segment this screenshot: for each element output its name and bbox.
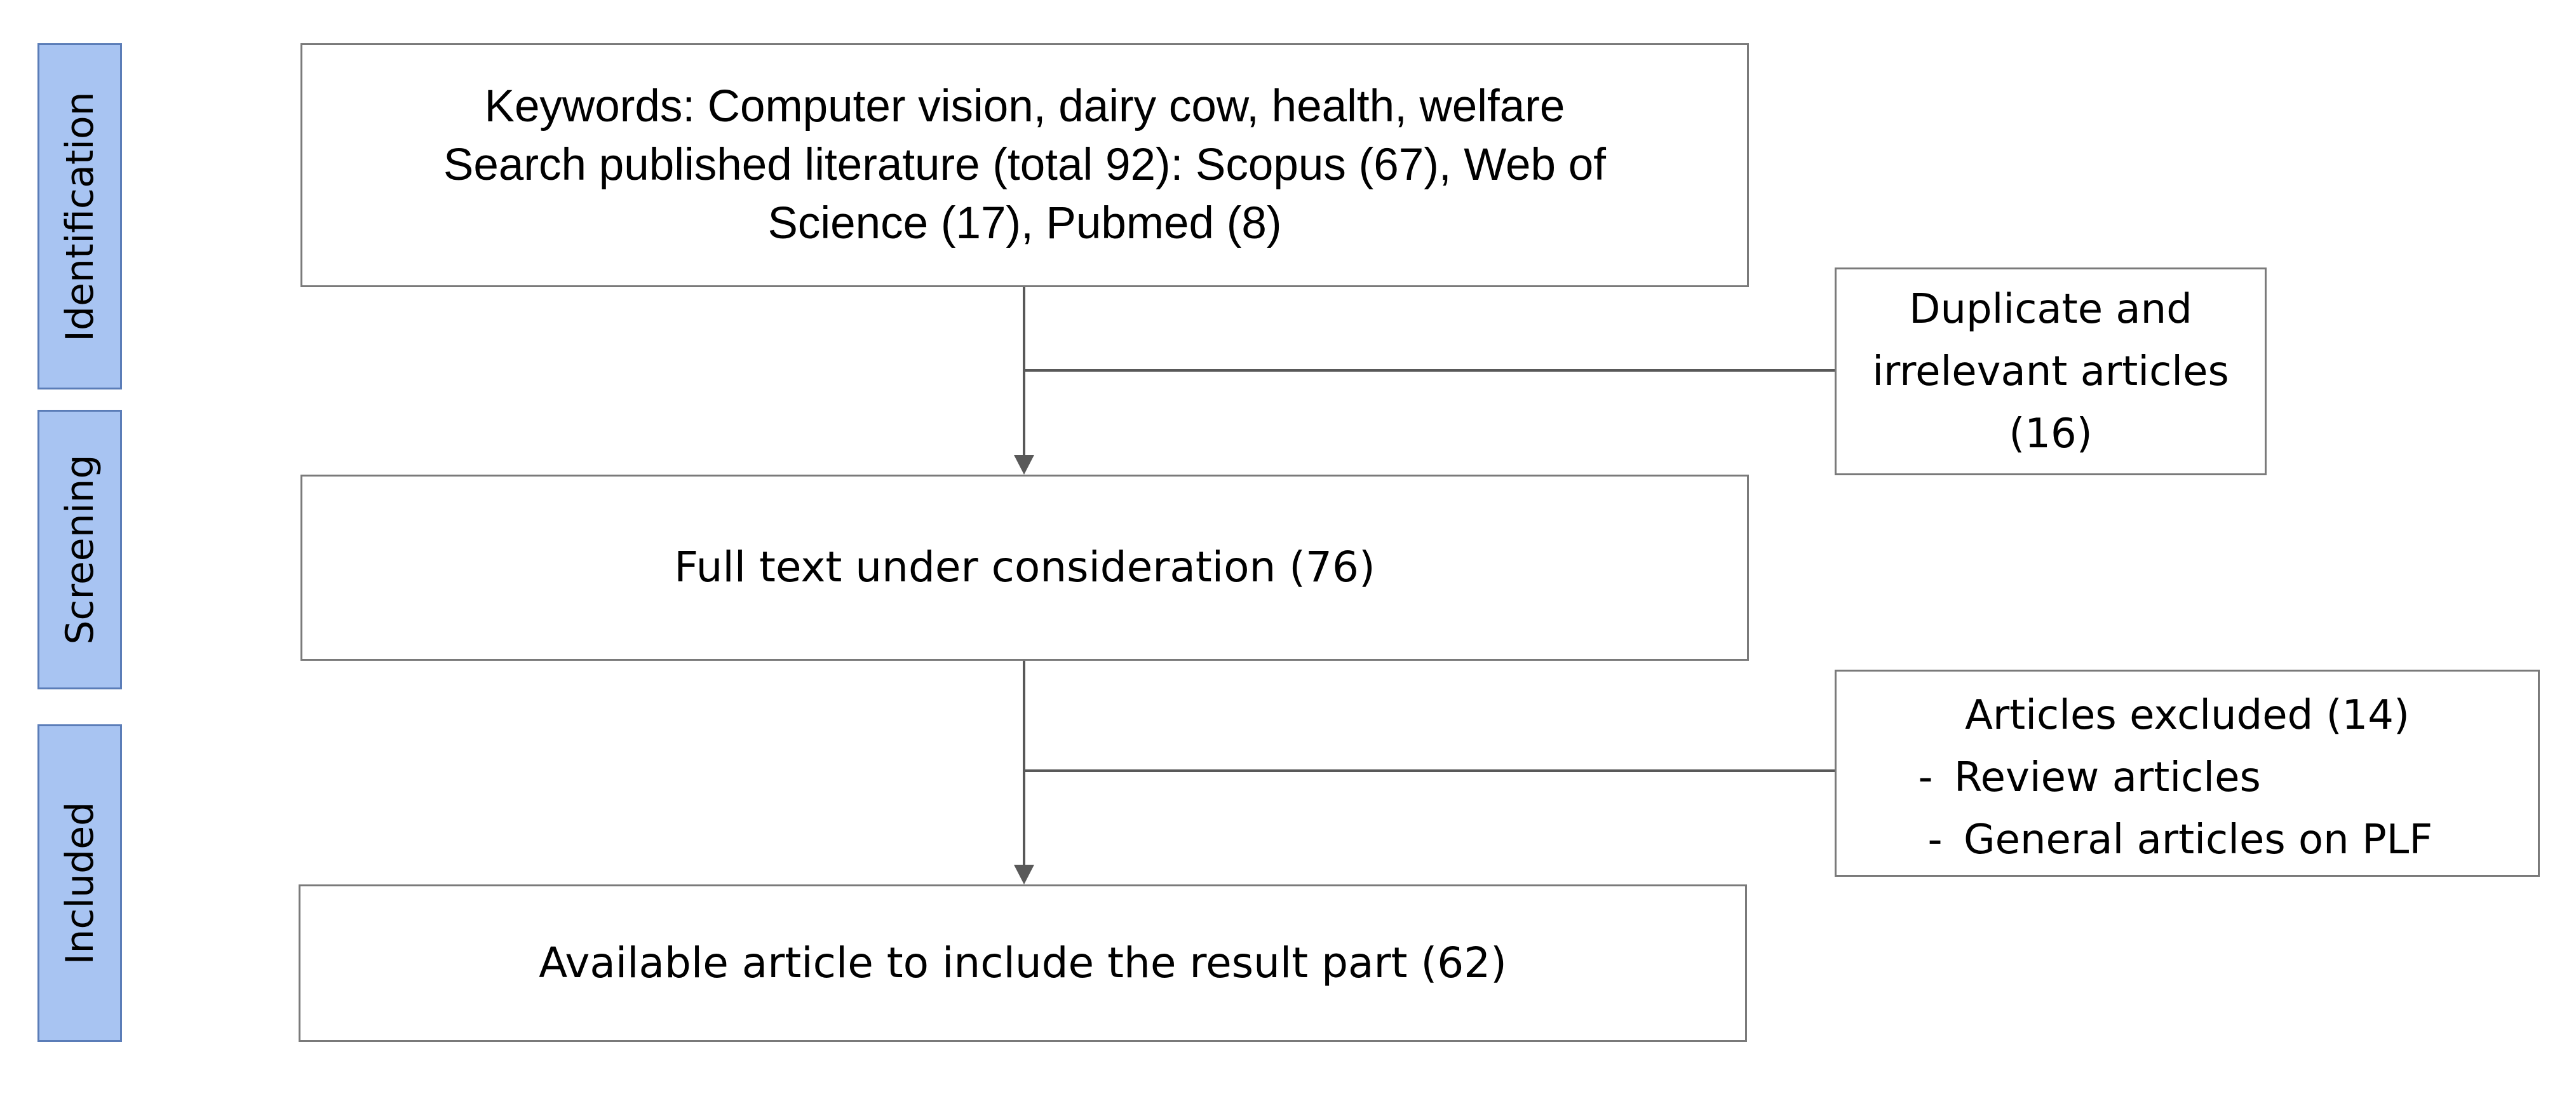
- screening-text: Full text under consideration (76): [674, 543, 1375, 592]
- excluded-item-dash: -: [1927, 816, 1943, 863]
- identification-line-2: Search published literature (total 92): …: [443, 140, 1606, 190]
- excluded-item-review: - Review articles: [1837, 747, 2538, 809]
- arrowhead-screening: [1014, 455, 1034, 475]
- stage-bar-screening: Screening: [37, 410, 122, 689]
- identification-line-3: Science (17), Pubmed (8): [767, 198, 1282, 248]
- excluded-item-plf: - General articles on PLF: [1837, 809, 2538, 871]
- excluded-box: Articles excluded (14) - Review articles…: [1835, 670, 2540, 877]
- excluded-title: Articles excluded (14): [1965, 692, 2410, 739]
- excluded-item-text: Review articles: [1954, 754, 2261, 801]
- stage-bar-identification: Identification: [37, 43, 122, 389]
- excluded-item-text: General articles on PLF: [1964, 816, 2433, 863]
- identification-box: Keywords: Computer vision, dairy cow, he…: [300, 43, 1749, 287]
- identification-line-1: Keywords: Computer vision, dairy cow, he…: [484, 81, 1565, 132]
- included-box: Available article to include the result …: [299, 884, 1747, 1042]
- screening-box: Full text under consideration (76): [300, 475, 1749, 661]
- duplicates-line-2: irrelevant articles: [1872, 348, 2229, 395]
- duplicates-line-3: (16): [2009, 410, 2093, 457]
- stage-bar-included: Included: [37, 724, 122, 1042]
- duplicates-line-1: Duplicate and: [1909, 285, 2192, 333]
- duplicates-box: Duplicate and irrelevant articles (16): [1835, 267, 2267, 475]
- arrowhead-included: [1014, 865, 1034, 884]
- included-text: Available article to include the result …: [539, 938, 1507, 987]
- excluded-item-dash: -: [1918, 754, 1933, 801]
